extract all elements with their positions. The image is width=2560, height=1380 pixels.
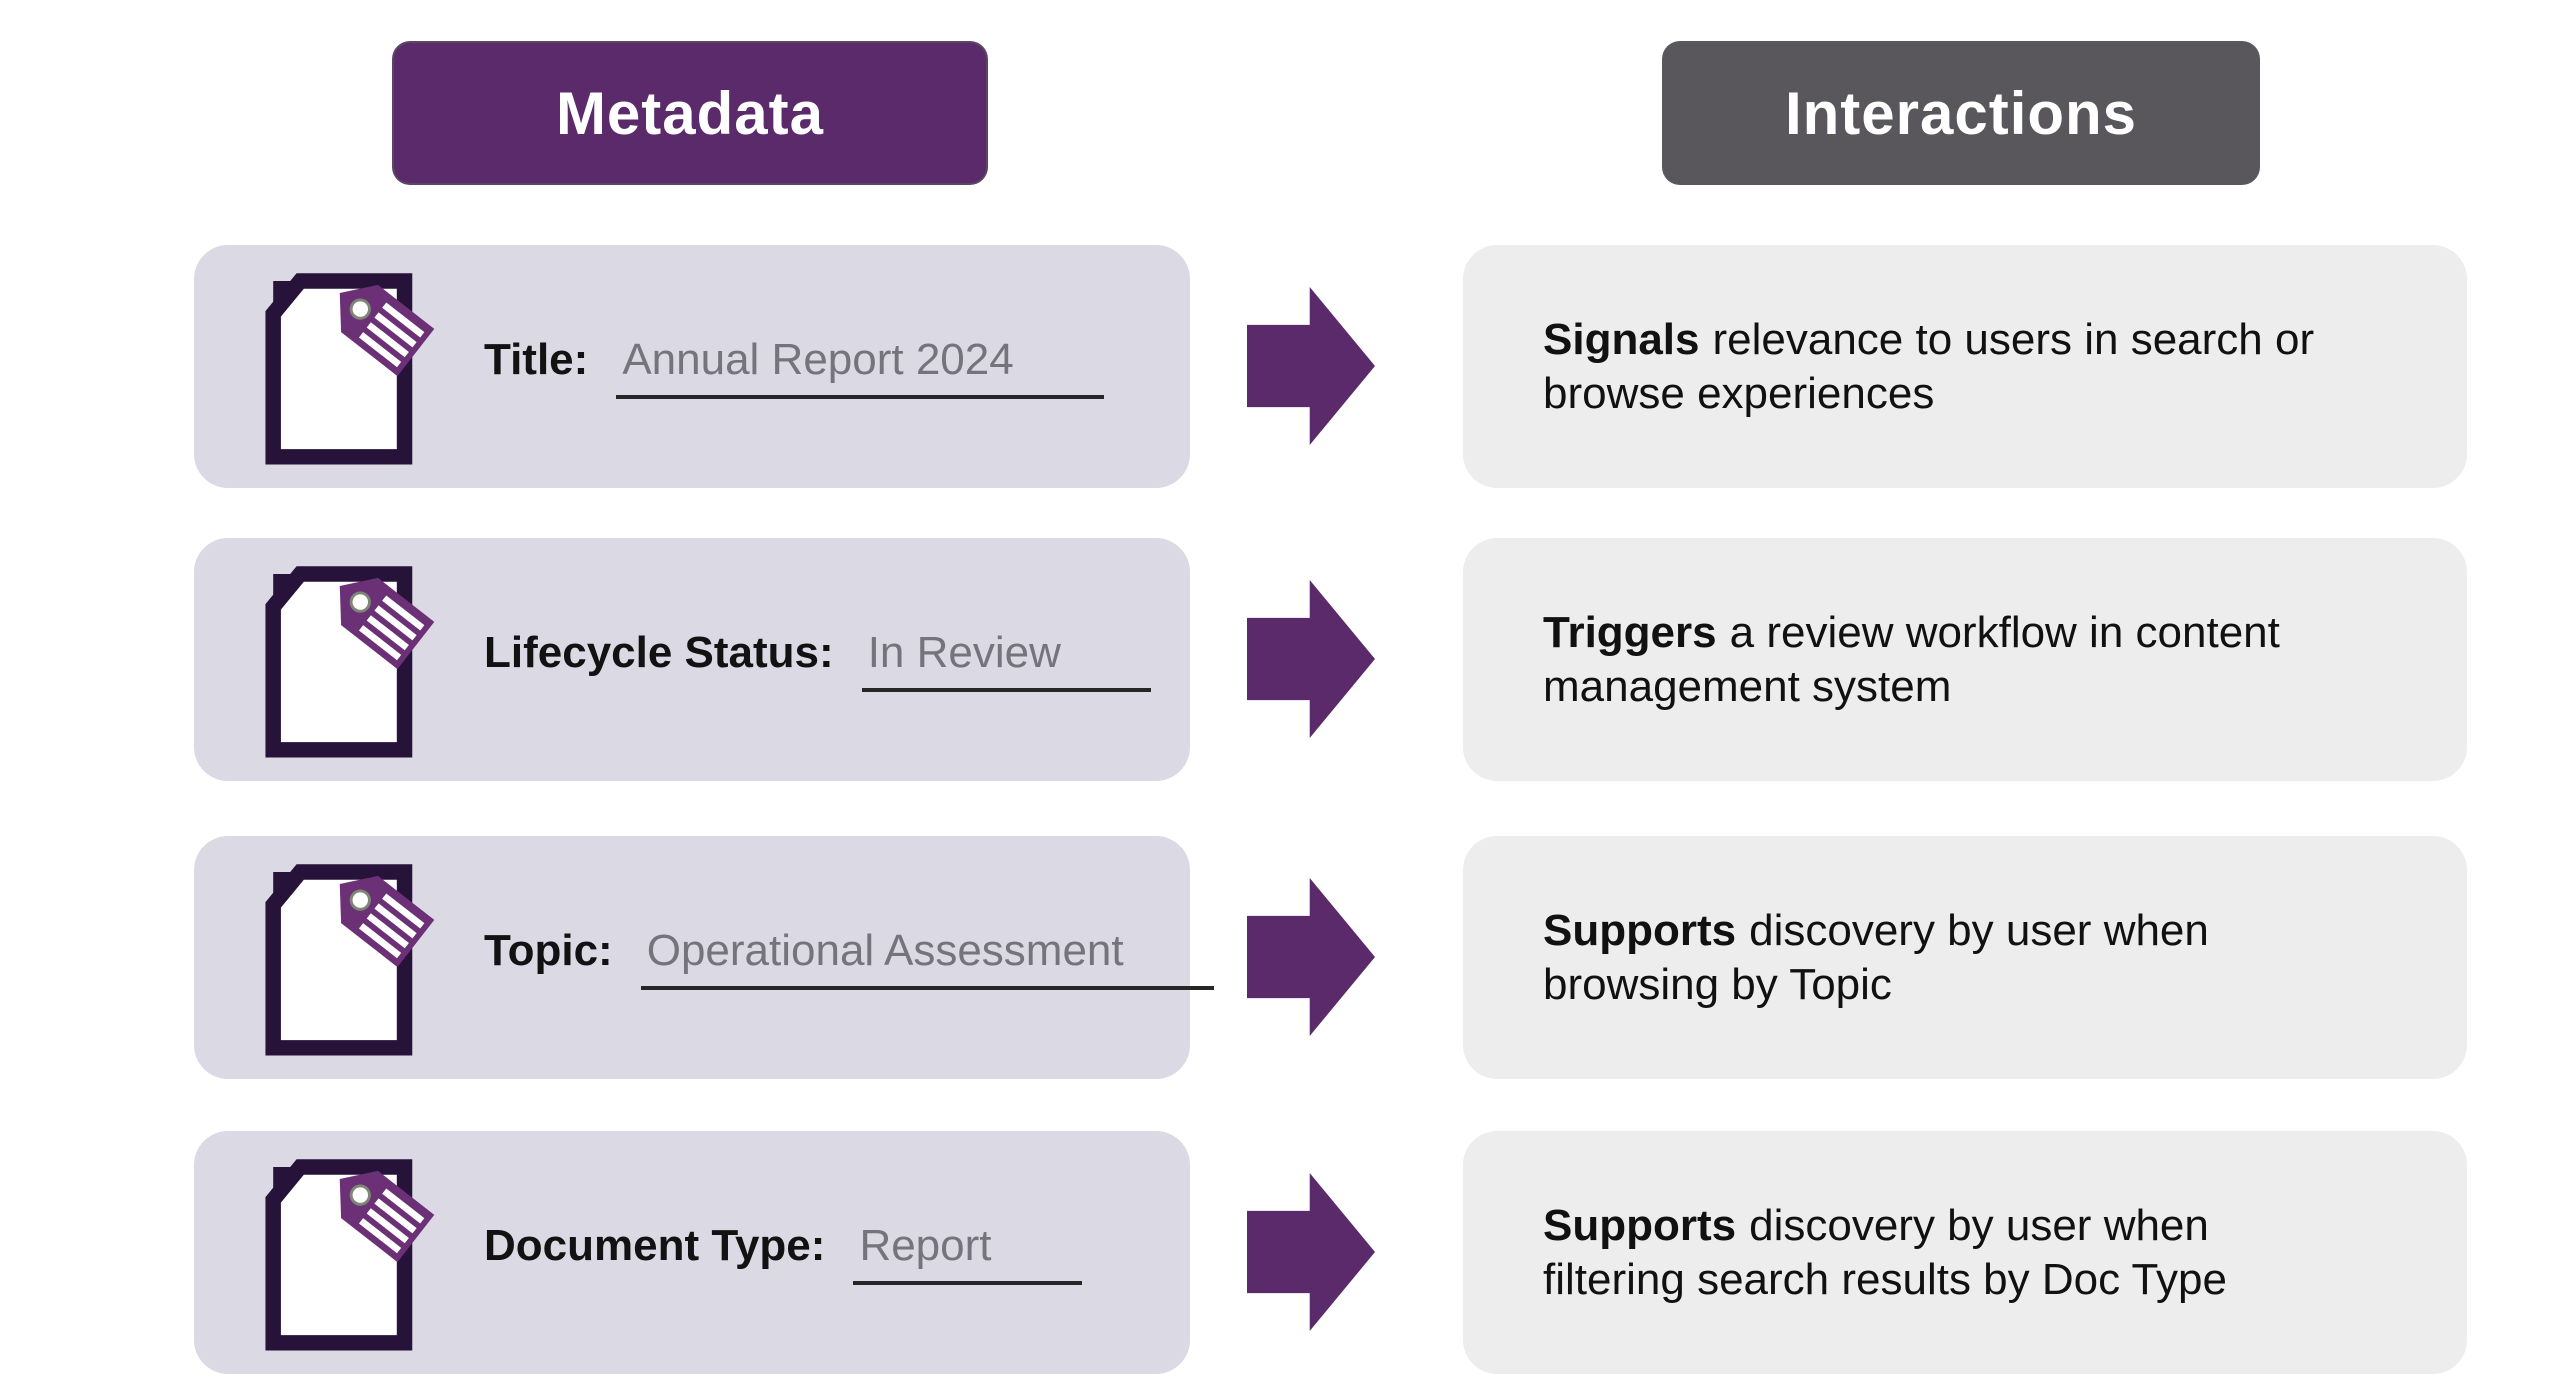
- interaction-description: discovery by user when browsing by Topic: [1543, 905, 2209, 1009]
- arrow-right-icon: [1247, 878, 1375, 1036]
- interactions-header-label: Interactions: [1784, 79, 2138, 147]
- interaction-description: relevance to users in search or browse e…: [1543, 314, 2315, 418]
- field-value: Report: [853, 1221, 1082, 1285]
- metadata-card: Topic: Operational Assessment: [194, 836, 1214, 1079]
- field-label: Document Type:: [484, 1220, 826, 1270]
- interaction-keyword: Signals: [1543, 314, 1700, 364]
- interaction-keyword: Supports: [1543, 1200, 1737, 1250]
- field-value: In Review: [861, 628, 1151, 692]
- field-label: Title:: [484, 334, 589, 384]
- interaction-description: a review workflow in content management …: [1543, 607, 2280, 711]
- metadata-card: Title: Annual Report 2024: [194, 245, 1190, 488]
- arrow-right-icon: [1247, 580, 1375, 738]
- field-label: Lifecycle Status:: [484, 627, 834, 677]
- metadata-card: Document Type: Report: [194, 1131, 1190, 1374]
- metadata-column-header: Metadata: [392, 41, 988, 185]
- field-value: Operational Assessment: [640, 926, 1214, 990]
- interaction-description: discovery by user when filtering search …: [1543, 1200, 2227, 1304]
- document-tag-icon: [250, 855, 448, 1060]
- metadata-card: Lifecycle Status: In Review: [194, 538, 1190, 781]
- document-tag-icon: [250, 264, 448, 469]
- field-label: Topic:: [484, 925, 613, 975]
- document-tag-icon: [250, 1150, 448, 1355]
- interaction-keyword: Supports: [1543, 905, 1737, 955]
- metadata-header-label: Metadata: [555, 79, 825, 147]
- interaction-keyword: Triggers: [1543, 607, 1717, 657]
- field-value: Annual Report 2024: [616, 335, 1104, 399]
- interactions-column-header: Interactions: [1662, 41, 2260, 185]
- arrow-right-icon: [1247, 287, 1375, 445]
- arrow-right-icon: [1247, 1173, 1375, 1331]
- document-tag-icon: [250, 557, 448, 762]
